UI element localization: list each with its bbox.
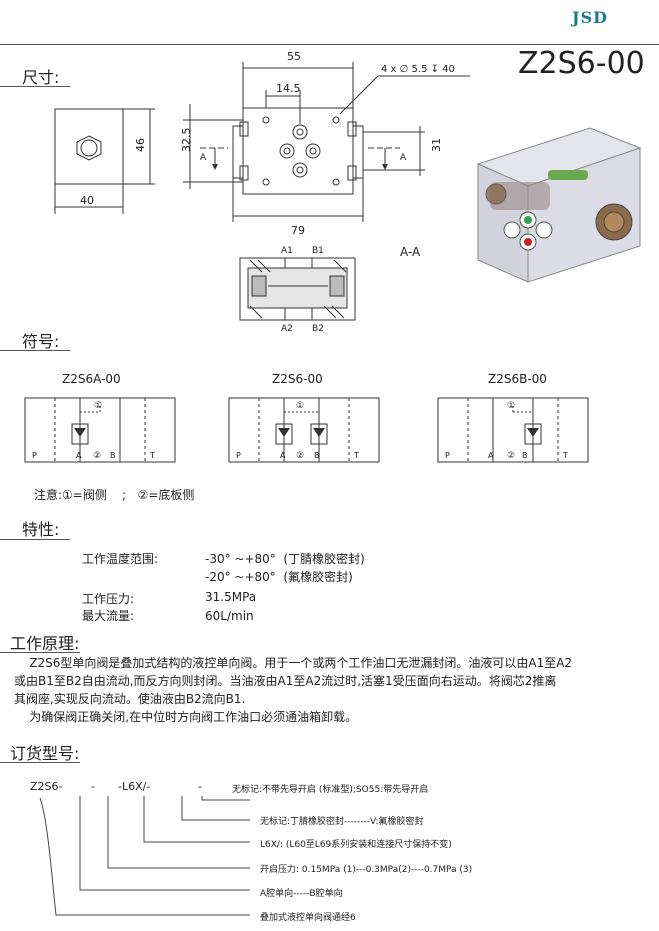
check-valve-a-icon-2 (278, 428, 290, 437)
symbol2-port-t: T (353, 451, 359, 460)
section-view (239, 257, 356, 321)
section-title: A-A (400, 245, 421, 259)
end-view (54, 108, 155, 214)
principle-line-3: 其阀座,实现反向流动。使油液由B2流向B1. (14, 692, 246, 706)
features-heading-underline (0, 539, 70, 540)
end-view-body (54, 108, 124, 185)
section-view-body (239, 257, 356, 321)
symbol3-port-t: T (562, 451, 568, 460)
section-arrow-left-icon (212, 164, 218, 170)
dimensions-heading-underline (0, 86, 70, 87)
order-option-seal: 无标记:丁腈橡胶密封--------V:氟橡胶密封 (260, 817, 424, 827)
model-title: Z2S6-00 (518, 46, 645, 81)
symbol2-port-p: P (236, 451, 241, 460)
end-view-hex-plug (76, 135, 102, 161)
symbol2-callout-2: ② (296, 451, 304, 461)
dim-40-label: 40 (80, 194, 94, 207)
symbol3-callout-1: ① (507, 401, 515, 411)
features-heading: 特性: (22, 520, 60, 539)
temp-range-label: 工作温度范围: (82, 552, 159, 566)
order-code-dash-2: - (198, 780, 202, 793)
symbol-name-z2s6b: Z2S6B-00 (488, 372, 547, 386)
section-a2-label: A2 (281, 324, 293, 334)
order-code-mid: -L6X/- (118, 780, 151, 793)
flow-label: 最大流量: (82, 609, 135, 623)
valve-3d-render (476, 127, 642, 283)
symbol-z2s6b-diagram (437, 397, 589, 463)
mounting-holes-label: 4 x ∅ 5.5 ↧ 40 (381, 64, 455, 75)
check-valve-b-icon-2 (313, 428, 325, 437)
brand-logo: JSD (572, 8, 608, 27)
dim-55-label: 55 (287, 50, 301, 63)
symbols-heading-underline (0, 350, 70, 351)
symbol2-callout-1: ① (296, 401, 304, 411)
dim-79-label: 79 (291, 224, 305, 237)
dimension-drawings: 46 40 (54, 50, 642, 334)
order-option-type: 叠加式液控单向阀通经6 (260, 913, 356, 923)
symbol3-port-b: B (522, 451, 528, 460)
ordering-heading: 订货型号: (10, 744, 80, 763)
dim-46-label: 46 (134, 138, 147, 152)
symbol1-port-b: B (110, 451, 116, 460)
dimensions-heading: 尺寸: (22, 68, 60, 87)
order-code-dash-1: - (91, 780, 95, 793)
symbol3-callout-2: ② (507, 451, 515, 461)
check-valve-a-icon-1 (74, 428, 86, 437)
symbols-heading: 符号: (22, 332, 60, 351)
symbol3-port-a: A (488, 451, 494, 460)
dim-31-label: 31 (430, 138, 443, 152)
section-b2-label: B2 (312, 324, 324, 334)
order-code-prefix: Z2S6- (30, 780, 63, 793)
section-arrow-right-icon (382, 164, 388, 170)
port-a-left-label: A (200, 153, 207, 163)
order-option-direction: A腔单向-----B腔单向 (260, 889, 343, 899)
order-option-series: L6X/: (L60至L69系列安装和连接尺寸保持不变) (260, 840, 452, 850)
principle-line-1: Z2S6型单向阀是叠加式结构的液控单向阀。用于一个或两个工作油口无泄漏封闭。油液… (14, 656, 573, 670)
symbol-name-z2s6a: Z2S6A-00 (62, 372, 121, 386)
symbol1-port-p: P (32, 451, 37, 460)
hydraulic-symbols: P A B T ① ② P A B T ① ② P A B T ① ② (24, 397, 589, 463)
principle-heading-underline (0, 652, 80, 653)
dim-32-5-label: 32.5 (180, 128, 193, 153)
principle-heading: 工作原理: (10, 634, 80, 653)
symbol3-port-p: P (445, 451, 450, 460)
order-option-pressure: 开启压力: 0.15MPa (1)---0.3MPa(2)----0.7MPa … (260, 865, 473, 875)
temp-range-fkm: -20° ~+80° (氟橡胶密封) (205, 570, 353, 584)
check-valve-b-icon-3 (527, 428, 539, 437)
symbol-name-z2s6: Z2S6-00 (272, 372, 323, 386)
port-a-right-label: A (400, 153, 407, 163)
symbol2-port-a: A (280, 451, 286, 460)
symbol1-port-a: A (76, 451, 82, 460)
order-code-leaders (39, 796, 250, 916)
symbol2-port-b: B (314, 451, 320, 460)
symbol1-port-t: T (149, 451, 155, 460)
temp-range-nbr: -30° ~+80° (丁腈橡胶密封) (205, 552, 365, 566)
order-option-pilot: 无标记:不带先导开启 (标准型);SO55:带先导开启 (232, 785, 429, 795)
symbol1-callout-2: ② (93, 451, 101, 461)
top-view (183, 62, 470, 222)
dim-14-5-label: 14.5 (276, 82, 301, 95)
principle-line-4: 为确保阀正确关闭,在中位时方向阀工作油口必须通油箱卸载。 (14, 710, 358, 724)
symbol1-callout-1: ① (94, 401, 102, 411)
header-divider (0, 44, 659, 45)
section-a1-label: A1 (281, 246, 293, 256)
top-view-body (242, 107, 354, 195)
flow-value: 60L/min (205, 609, 254, 623)
principle-line-2: 或由B1至B2自由流动,而反方向则封闭。当油液由A1至A2流过时,活塞1受压面向… (14, 674, 557, 688)
pressure-label: 工作压力: (82, 592, 135, 606)
end-view-plug-circle (80, 139, 98, 157)
section-b1-label: B1 (312, 246, 324, 256)
symbol-z2s6a-diagram (24, 397, 176, 463)
pressure-value: 31.5MPa (205, 590, 257, 604)
symbols-note: 注意:①=阀侧 ; ②=底板侧 (34, 488, 195, 502)
ordering-heading-underline (0, 762, 80, 763)
